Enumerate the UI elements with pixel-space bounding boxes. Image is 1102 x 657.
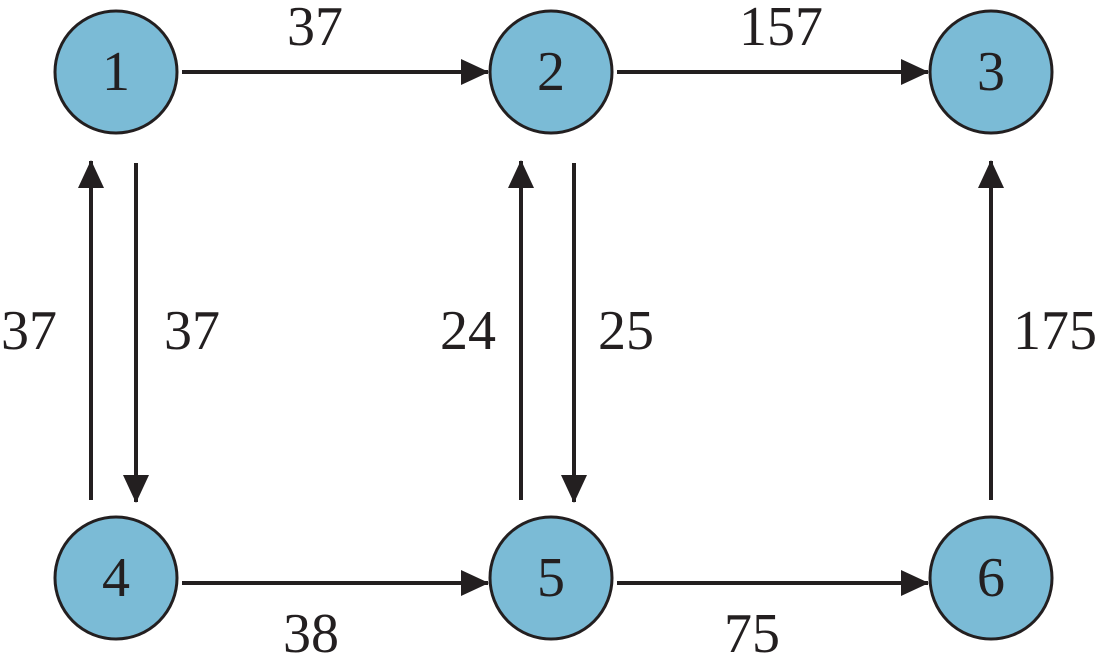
edge-label-2-5: 25 (598, 300, 654, 362)
node-circle (53, 515, 179, 641)
edge-label-6-3: 175 (1013, 300, 1097, 362)
node-circle (53, 9, 179, 135)
nodes-layer: 1 2 3 4 5 6 (53, 9, 1054, 641)
edge-label-5-6: 75 (724, 603, 780, 657)
node-circle (928, 9, 1054, 135)
node-label: 6 (977, 547, 1005, 609)
node-label: 5 (537, 547, 565, 609)
node-label: 4 (102, 547, 130, 609)
node-4: 4 (53, 515, 179, 641)
node-circle (488, 515, 614, 641)
node-5: 5 (488, 515, 614, 641)
node-label: 3 (977, 41, 1005, 103)
edge-label-1-4: 37 (164, 300, 220, 362)
edge-label-1-2: 37 (287, 0, 343, 58)
node-2: 2 (488, 9, 614, 135)
edge-label-4-1: 37 (1, 300, 57, 362)
node-3: 3 (928, 9, 1054, 135)
node-1: 1 (53, 9, 179, 135)
node-label: 1 (102, 41, 130, 103)
edge-label-4-5: 38 (283, 603, 339, 657)
node-circle (928, 515, 1054, 641)
edge-label-5-2: 24 (440, 300, 496, 362)
node-6: 6 (928, 515, 1054, 641)
edge-label-2-3: 157 (739, 0, 823, 58)
node-circle (488, 9, 614, 135)
node-label: 2 (537, 41, 565, 103)
